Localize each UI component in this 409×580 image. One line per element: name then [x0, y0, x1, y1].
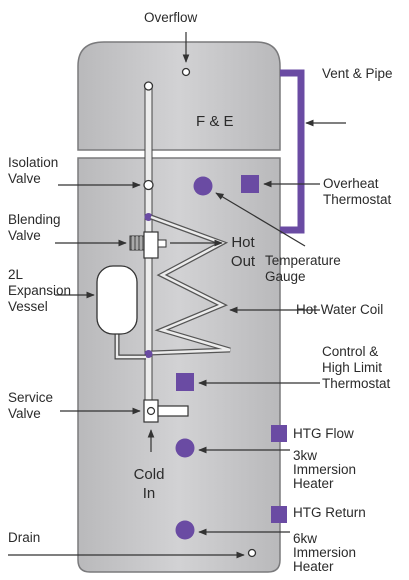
label-overheat-thermostat: Overheat Thermostat: [323, 176, 392, 207]
label-temperature-gauge: Temperature Gauge: [265, 253, 341, 284]
label-vent-pipe: Vent & Pipe: [322, 66, 393, 81]
label-hot-water-coil: Hot Water Coil: [296, 302, 384, 317]
label-isolation-valve: Isolation Valve: [8, 155, 59, 186]
vent-pipe: [280, 69, 305, 234]
expansion-vessel-icon: [96, 265, 138, 335]
service-valve-joint: [146, 406, 156, 416]
tank-lower-section: [77, 157, 281, 573]
tank-upper-section: [77, 41, 281, 151]
pipe-top-outlet: [143, 81, 154, 91]
immersion-3kw-icon: [175, 438, 195, 458]
arrow-temperature-gauge: [215, 192, 306, 247]
label-drain: Drain: [8, 530, 41, 545]
htg-flow-port: [271, 425, 287, 442]
label-htg-flow: HTG Flow: [293, 426, 354, 441]
label-service-valve: Service Valve: [8, 390, 54, 421]
hot-out-stub: [157, 239, 167, 248]
immersion-6kw-icon: [175, 520, 195, 540]
drain-outlet: [247, 548, 257, 558]
label-immersion-6kw: 6kw Immersion Heater: [293, 531, 357, 574]
label-overflow: Overflow: [144, 10, 198, 25]
overheat-thermostat-icon: [241, 175, 259, 193]
label-immersion-3kw: 3kw Immersion Heater: [293, 448, 357, 491]
label-expansion-vessel: 2L Expansion Vessel: [8, 267, 72, 314]
control-thermostat-icon: [176, 373, 194, 391]
temperature-gauge-icon: [193, 176, 213, 196]
label-blending-valve: Blending Valve: [8, 212, 61, 243]
label-control-thermostat: Control & High Limit Thermostat: [322, 344, 391, 391]
service-valve-handle: [157, 405, 189, 417]
coil-bottom-joint: [144, 350, 153, 358]
htg-return-port: [271, 506, 287, 523]
label-hot-out: Hot Out: [230, 234, 256, 270]
label-fe: F & E: [196, 113, 234, 130]
label-htg-return: HTG Return: [293, 505, 366, 520]
isolation-valve-icon: [143, 179, 154, 191]
label-cold-in: Cold In: [133, 466, 165, 502]
expansion-vessel-pipe-inner: [115, 330, 146, 359]
blending-valve-body: [143, 231, 159, 259]
overflow-outlet: [181, 67, 191, 77]
